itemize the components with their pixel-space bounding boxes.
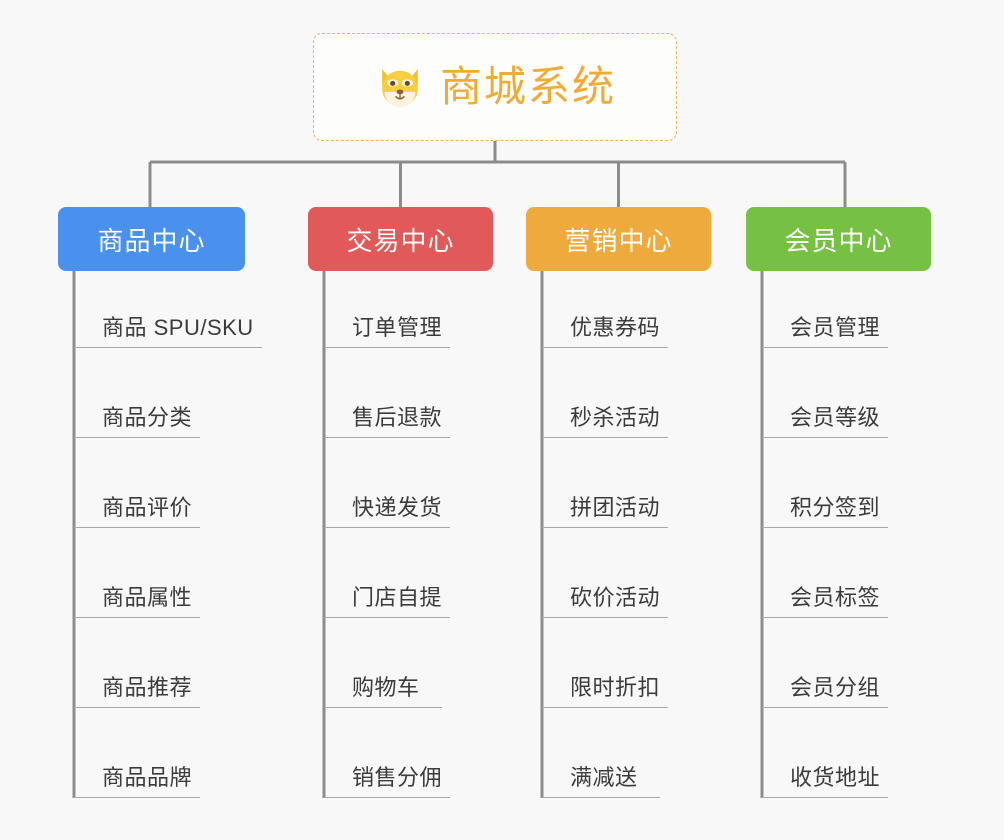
leaf-item-rule — [324, 347, 450, 348]
leaf-item-rule — [762, 347, 888, 348]
leaf-item-label: 快递发货 — [352, 495, 443, 520]
leaf-item-label: 拼团活动 — [570, 495, 661, 520]
leaf-item-label: 商品属性 — [102, 585, 193, 610]
category-label: 商品中心 — [97, 225, 206, 256]
category-label: 会员中心 — [784, 225, 893, 256]
leaf-item-rule — [74, 347, 262, 348]
leaf-item-label: 商品品牌 — [102, 765, 193, 790]
root-node[interactable]: 商城系统 — [313, 33, 677, 141]
dog-face-icon — [382, 69, 418, 108]
leaf-item-label: 优惠券码 — [570, 315, 661, 340]
leaf-item-label: 秒杀活动 — [570, 405, 661, 430]
leaf-item-rule — [74, 707, 200, 708]
leaf-item-label: 会员等级 — [790, 405, 881, 430]
leaf-item-label: 砍价活动 — [570, 585, 661, 610]
leaf-item-rule — [542, 617, 668, 618]
leaf-item-rule — [324, 797, 450, 798]
leaf-item-rule — [762, 527, 888, 528]
leaf-item-rule — [542, 707, 668, 708]
leaf-item-label: 售后退款 — [352, 405, 443, 430]
leaf-item-label: 订单管理 — [352, 315, 443, 340]
leaf-item-label: 会员标签 — [790, 585, 881, 610]
leaf-item-rule — [542, 347, 668, 348]
leaf-item-label: 商品推荐 — [102, 675, 193, 700]
leaf-item-rule — [542, 527, 668, 528]
leaf-item-label: 会员管理 — [790, 315, 881, 340]
leaf-item-rule — [542, 797, 660, 798]
leaf-item-rule — [324, 527, 450, 528]
leaf-item-rule — [542, 437, 668, 438]
leaf-item-label: 限时折扣 — [570, 675, 661, 700]
leaf-item-label: 商品 SPU/SKU — [102, 315, 254, 340]
leaf-item-label: 商品评价 — [102, 495, 193, 520]
category-box-product-center[interactable]: 商品中心 — [58, 207, 245, 271]
root-title: 商城系统 — [439, 63, 616, 110]
category-label: 营销中心 — [564, 225, 673, 256]
leaf-item-label: 购物车 — [352, 675, 420, 700]
category-box-marketing-center[interactable]: 营销中心 — [526, 207, 711, 271]
leaf-item-rule — [762, 797, 888, 798]
category-box-trade-center[interactable]: 交易中心 — [308, 207, 493, 271]
leaf-item-label: 会员分组 — [790, 675, 881, 700]
leaf-item-rule — [324, 617, 450, 618]
leaf-item-rule — [324, 707, 442, 708]
leaf-item-rule — [74, 437, 200, 438]
leaf-item-rule — [74, 527, 200, 528]
leaf-item-rule — [74, 797, 200, 798]
leaf-item-rule — [762, 707, 888, 708]
leaf-item-rule — [74, 617, 200, 618]
leaf-item-label: 销售分佣 — [352, 765, 443, 790]
leaf-item-label: 收货地址 — [790, 765, 881, 790]
leaf-item-label: 满减送 — [570, 765, 638, 790]
leaf-item-rule — [762, 617, 888, 618]
leaf-item-label: 商品分类 — [102, 405, 193, 430]
leaf-item-rule — [762, 437, 888, 438]
leaf-item-label: 门店自提 — [352, 585, 443, 610]
category-label: 交易中心 — [346, 225, 455, 256]
leaf-item-label: 积分签到 — [790, 495, 881, 520]
category-box-member-center[interactable]: 会员中心 — [746, 207, 931, 271]
leaf-item-rule — [324, 437, 450, 438]
